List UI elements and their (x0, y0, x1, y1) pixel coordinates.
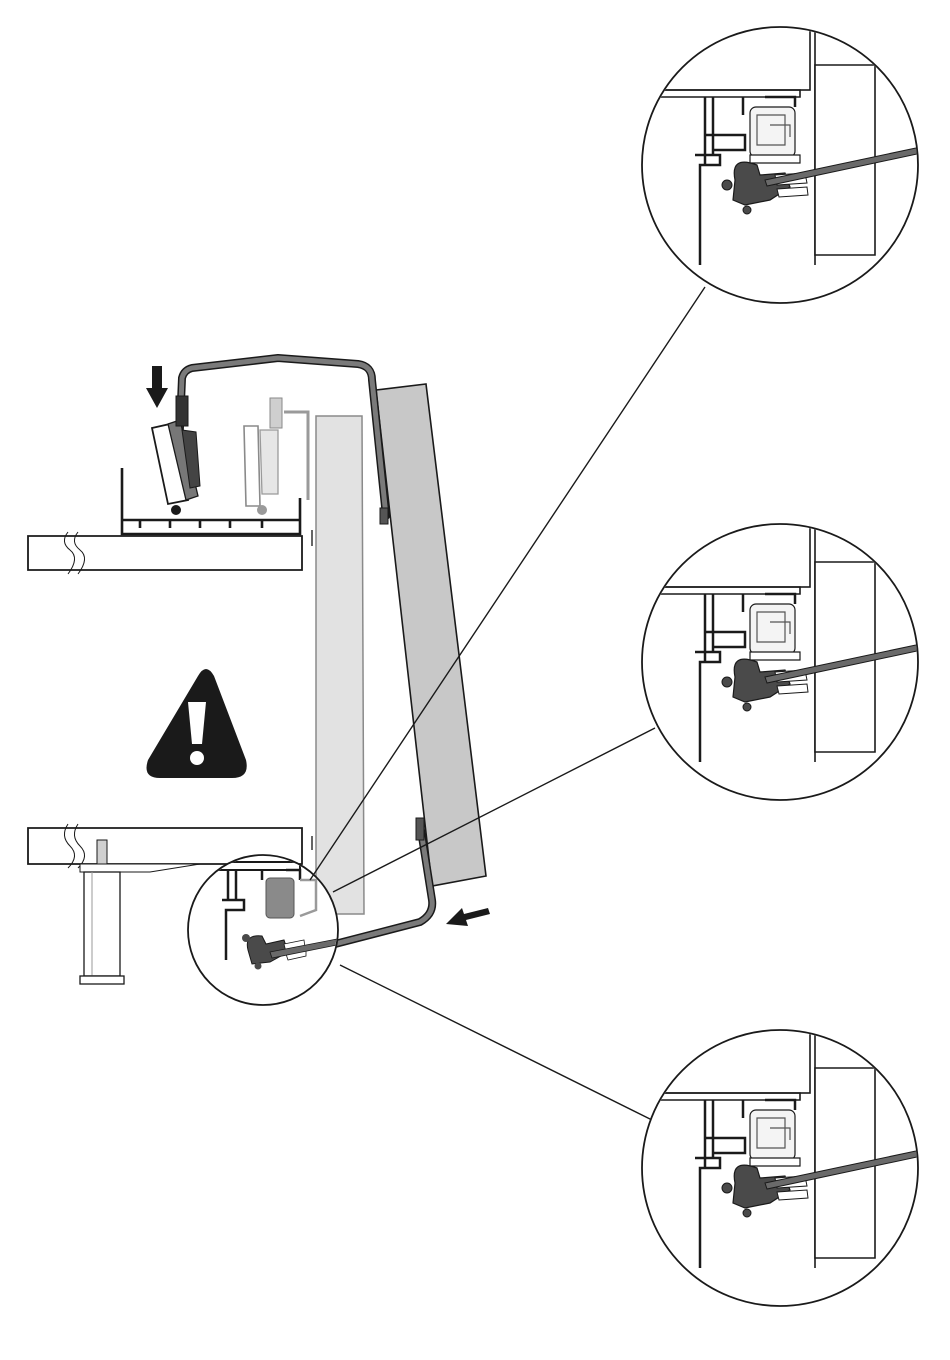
callout-lines (310, 287, 705, 1120)
front-door-panel (376, 384, 486, 886)
side-panel (316, 416, 364, 914)
arrow-left-icon (446, 908, 490, 926)
warning-icon (147, 669, 247, 778)
arrow-down-icon (146, 366, 168, 408)
detail-view-step-1 (642, 15, 931, 303)
roller-assembly-ghost (244, 398, 308, 515)
main-assembly (28, 358, 490, 1005)
roller-assembly-active (152, 396, 200, 515)
detail-view-step-2 (642, 512, 931, 800)
detail-view-step-3 (642, 1018, 931, 1306)
upper-shelf (28, 536, 302, 570)
